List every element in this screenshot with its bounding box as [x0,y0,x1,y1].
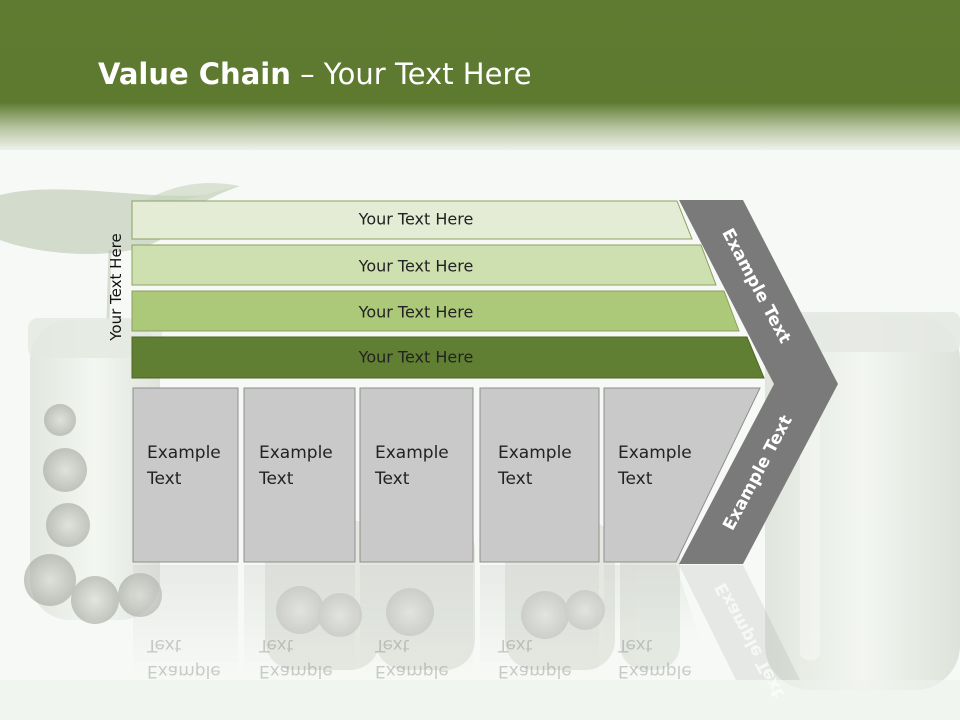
box-1[interactable] [132,387,239,563]
header-band: Value Chain – Your Text Here [0,0,960,150]
chevron-lower-arm[interactable] [679,384,838,564]
box-3-label: Example Text [375,443,449,489]
reflection [133,565,800,680]
box-4-reflection: Example Text [498,635,572,681]
bar-4[interactable] [131,336,765,379]
title-rest: – Your Text Here [290,57,532,91]
bar-2[interactable] [131,244,717,286]
bar-2-label: Your Text Here [358,256,474,276]
bar-1-label: Your Text Here [358,209,474,229]
box-5[interactable] [603,387,761,563]
bar-1[interactable] [131,200,693,240]
box-5-reflection: Example Text [618,635,692,681]
box-3[interactable] [359,387,474,563]
bar-4-label: Your Text Here [358,347,474,367]
title-bold: Value Chain [98,57,291,91]
chevron-upper-arm[interactable] [679,200,838,384]
bar-3-label: Your Text Here [358,302,474,322]
box-3-reflection: Example Text [375,635,449,681]
box-1-label: Example Text [147,443,221,489]
box-2-reflection: Example Text [259,635,333,681]
box-2-label: Example Text [259,443,333,489]
box-4[interactable] [479,387,600,563]
bar-3[interactable] [131,290,740,332]
slide-title: Value Chain – Your Text Here [98,56,532,92]
box-2[interactable] [243,387,356,563]
box-4-label: Example Text [498,443,572,489]
box-1-reflection: Example Text [147,635,221,681]
box-5-label: Example Text [618,443,692,489]
